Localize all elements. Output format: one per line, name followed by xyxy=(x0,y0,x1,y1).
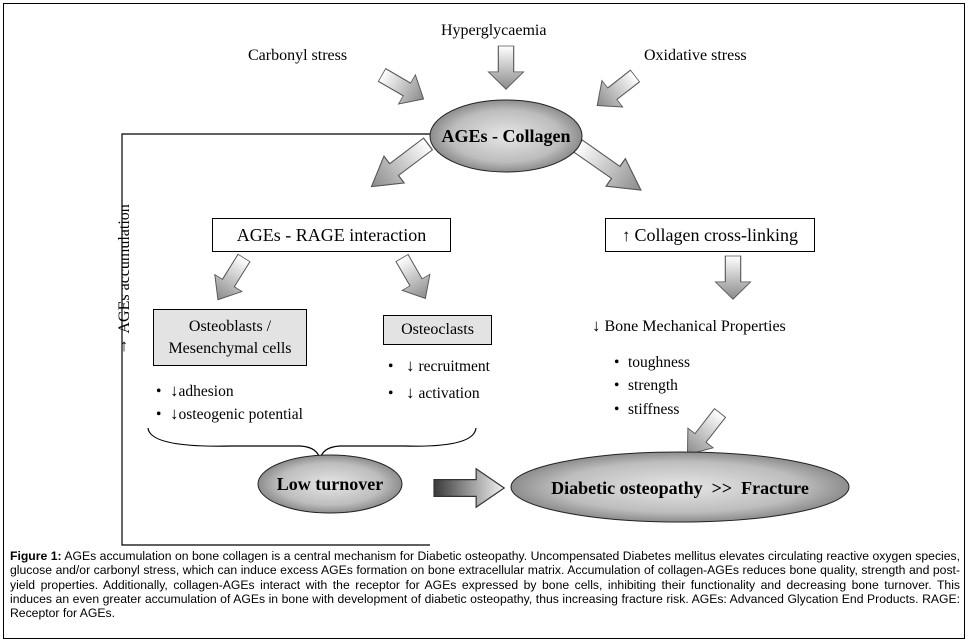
label-hyperglycaemia: Hyperglycaemia xyxy=(441,22,547,39)
figure-frame xyxy=(3,3,965,639)
feedback-text: AGEs accumulation xyxy=(116,204,133,334)
bullet-text: osteogenic potential xyxy=(178,406,303,423)
bullet-text: adhesion xyxy=(178,383,234,400)
osteoblasts-line-2: Mesenchymal cells xyxy=(168,339,292,357)
osteoblast-bullet-adhesion: •↓adhesion xyxy=(156,381,234,401)
arrow-carbonyl xyxy=(373,59,433,115)
osteoclast-bullet-recruitment: •↓recruitment xyxy=(388,356,490,376)
mechanical-properties-heading: ↓Bone Mechanical Properties xyxy=(592,317,786,336)
down-arrow-icon: ↓ xyxy=(170,381,179,400)
mechanical-bullet-strength: •strength xyxy=(614,377,678,394)
curly-brace xyxy=(147,427,477,461)
down-arrow-icon: ↓ xyxy=(170,404,179,423)
mechanical-bullet-toughness: •toughness xyxy=(614,354,690,371)
rage-label: AGEs - RAGE interaction xyxy=(236,224,427,245)
figure-caption: Figure 1: AGEs accumulation on bone coll… xyxy=(10,549,960,620)
caption-prefix: Figure 1: xyxy=(10,549,62,563)
bullet-text: toughness xyxy=(628,354,690,371)
feedback-loop-line xyxy=(121,133,432,546)
arrow-turnover-to-outcome xyxy=(433,468,505,508)
ellipse-low-turnover xyxy=(257,454,403,514)
box-collagen-crosslinking: ↑ Collagen cross-linking xyxy=(605,218,815,252)
up-arrow-icon: ↑ xyxy=(119,335,129,355)
ellipse-outcome xyxy=(510,451,850,523)
bullet-text: stiffness xyxy=(628,401,680,418)
box-rage-interaction: AGEs - RAGE interaction xyxy=(212,218,451,252)
arrow-to-osteoclasts xyxy=(387,249,440,308)
ellipse-center xyxy=(429,99,583,173)
bullet-text: activation xyxy=(418,385,480,402)
mechanical-bullet-stiffness: •stiffness xyxy=(614,401,680,418)
osteoblasts-line-1: Osteoblasts / xyxy=(188,317,272,335)
bullet-text: recruitment xyxy=(418,358,490,375)
osteoclasts-label: Osteoclasts xyxy=(401,321,474,338)
osteoclast-bullet-activation: •↓activation xyxy=(388,383,480,403)
arrow-to-rage xyxy=(360,130,439,201)
label-carbonyl-stress: Carbonyl stress xyxy=(248,47,348,64)
down-arrow-icon: ↓ xyxy=(406,356,415,375)
arrow-to-osteoblasts xyxy=(203,249,259,309)
arrow-oxidative xyxy=(586,62,646,120)
down-arrow-icon: ↓ xyxy=(592,316,601,335)
outcome-label: Diabetic osteopathy >> Fracture xyxy=(551,477,809,498)
arrow-hyperglycaemia xyxy=(487,45,525,90)
osteoblast-bullet-osteogenic: •↓osteogenic potential xyxy=(156,404,303,424)
caption-text: AGEs accumulation on bone collagen is a … xyxy=(10,549,961,621)
bullet-text: strength xyxy=(628,377,678,394)
mechanical-label: Bone Mechanical Properties xyxy=(604,318,786,335)
crosslink-label: Collagen cross-linking xyxy=(634,224,798,245)
low-turnover-label: Low turnover xyxy=(276,473,384,494)
feedback-label: ↑AGEs accumulation xyxy=(114,204,134,355)
up-arrow-icon: ↑ xyxy=(622,225,631,245)
down-arrow-icon: ↓ xyxy=(406,383,415,402)
label-oxidative-stress: Oxidative stress xyxy=(644,47,747,64)
center-node-label: AGEs - Collagen xyxy=(441,125,571,146)
arrow-to-mechanical xyxy=(714,255,752,300)
box-osteoclasts: Osteoclasts xyxy=(383,315,492,345)
box-osteoblasts: Osteoblasts / Mesenchymal cells xyxy=(153,309,307,366)
